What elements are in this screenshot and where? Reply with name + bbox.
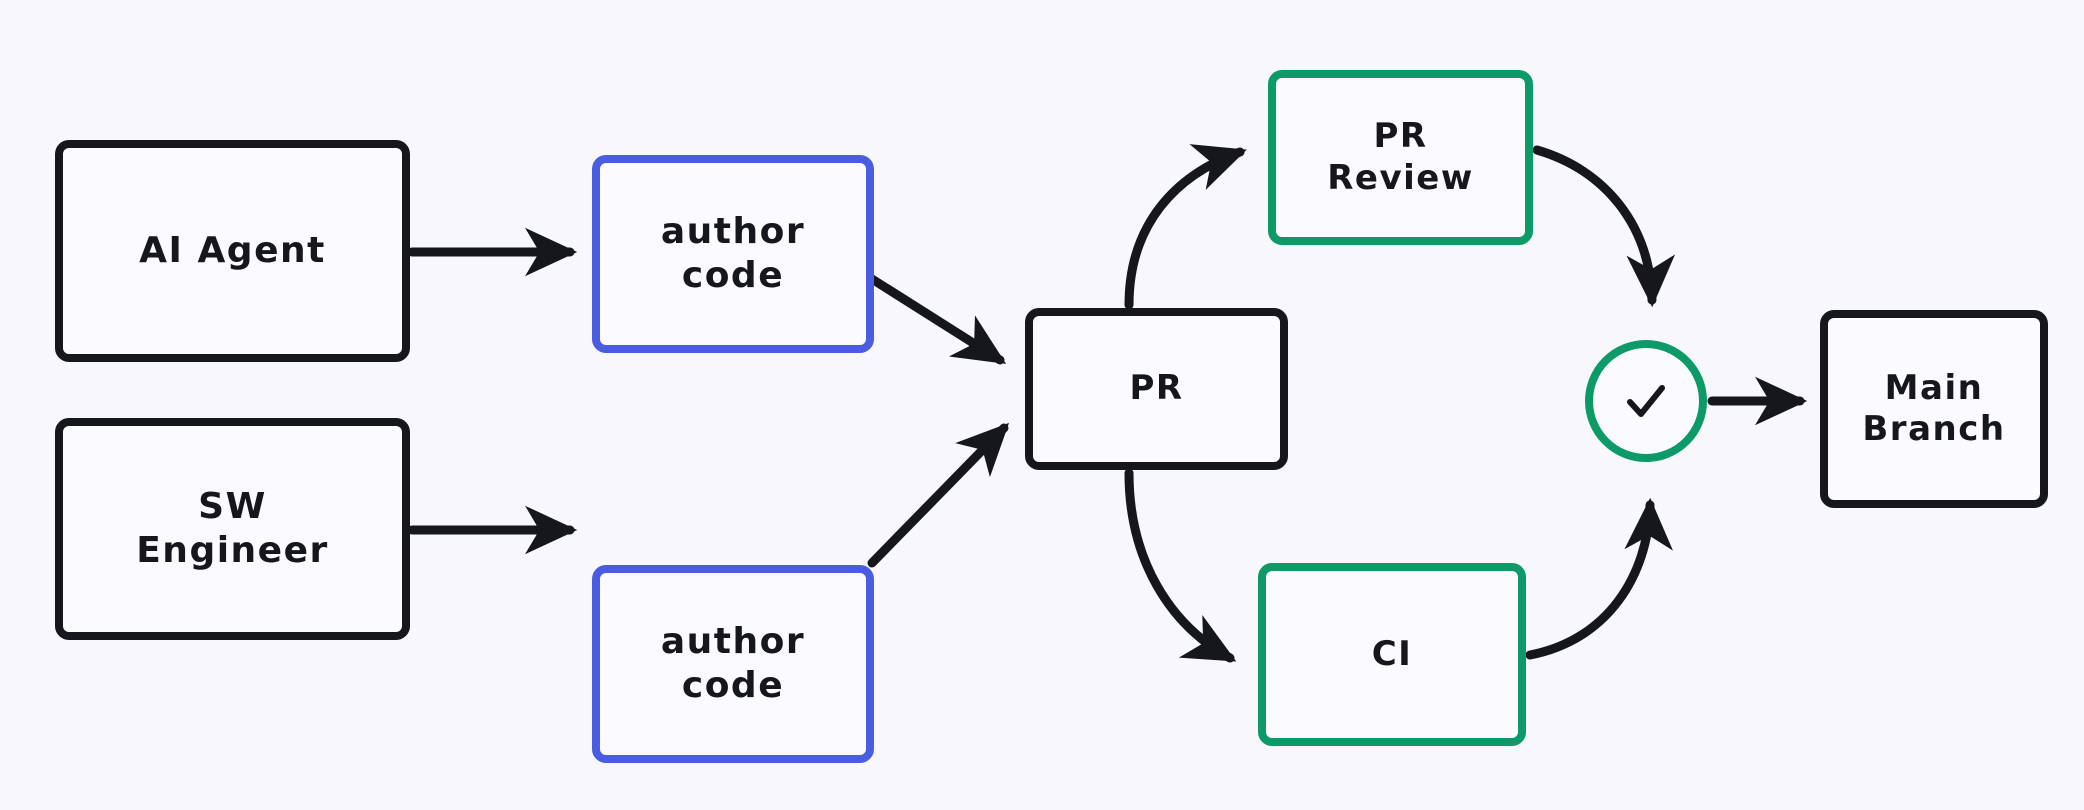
node-sw-engineer[interactable]: SW Engineer <box>55 418 410 640</box>
edge-author-code-bottom-to-pr <box>867 422 1010 568</box>
check-icon <box>1627 385 1665 417</box>
node-pr-label: PR <box>1129 368 1184 409</box>
node-pr[interactable]: PR <box>1025 308 1288 470</box>
node-author-code-top[interactable]: author code <box>592 155 874 353</box>
node-ai-agent[interactable]: AI Agent <box>55 140 410 362</box>
node-ai-agent-label: AI Agent <box>139 230 326 272</box>
edge-ci-to-check <box>1525 497 1673 660</box>
node-ci[interactable]: CI <box>1258 563 1526 746</box>
node-ci-label: CI <box>1371 633 1413 674</box>
node-author-code-bottom-label: author code <box>660 621 806 706</box>
node-author-code-bottom[interactable]: author code <box>592 565 874 763</box>
edge-pr-to-pr-review <box>1124 144 1247 310</box>
node-author-code-top-label: author code <box>660 211 806 296</box>
edge-pr-to-ci <box>1124 468 1237 663</box>
node-main-branch-label: Main Branch <box>1862 367 2006 449</box>
edge-author-code-top-to-pr <box>867 274 1007 365</box>
node-pr-review[interactable]: PR Review <box>1268 70 1533 245</box>
approved-check-node[interactable] <box>1585 340 1707 462</box>
edge-pr-review-to-check <box>1532 145 1676 308</box>
node-pr-review-label: PR Review <box>1327 116 1474 198</box>
node-sw-engineer-label: SW Engineer <box>136 486 329 571</box>
node-main-branch[interactable]: Main Branch <box>1820 310 2048 508</box>
